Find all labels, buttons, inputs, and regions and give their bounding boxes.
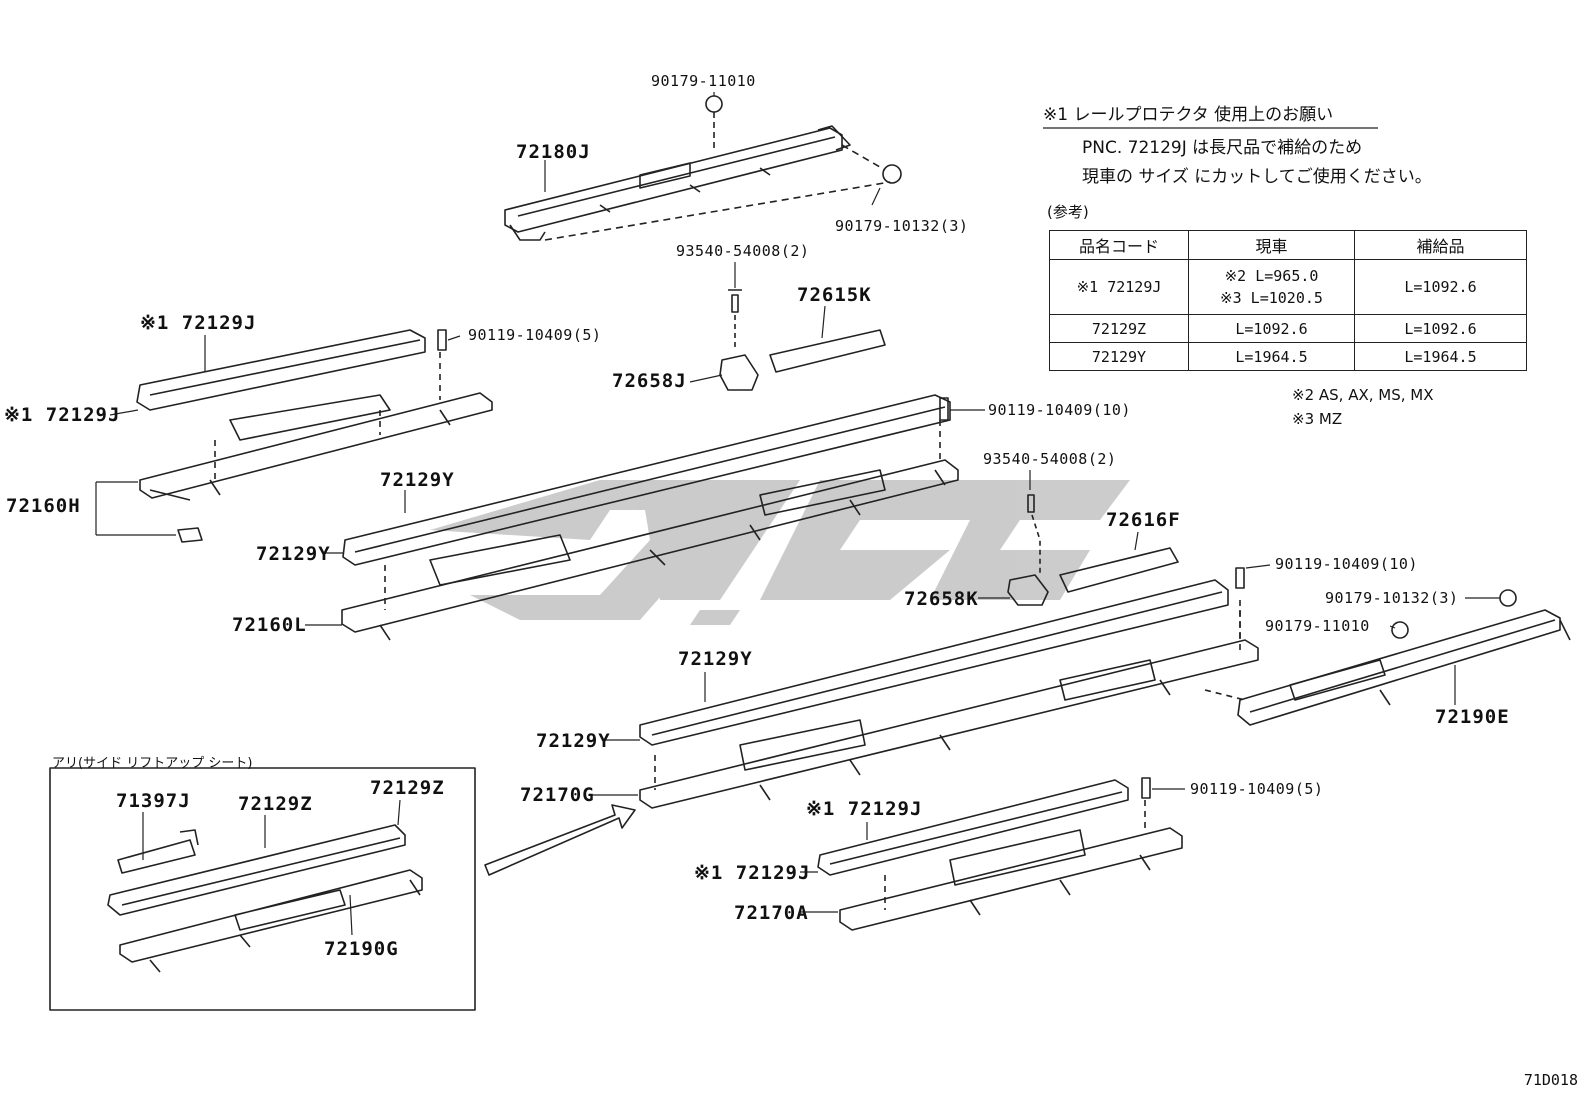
bracket-72658K [1007, 574, 1049, 606]
nut-icon [1499, 589, 1517, 607]
table-cell: L=1092.6 [1354, 259, 1527, 315]
bracket-72658J [719, 354, 759, 391]
label-72170G: 72170G [520, 784, 595, 806]
inset-title: アリ(サイド リフトアップ シート) [52, 756, 253, 771]
note-line2: 現車の サイズ にカットしてご使用ください。 [1082, 167, 1432, 187]
label-72190G: 72190G [324, 938, 399, 960]
diagram-code: 71D018 [1523, 1071, 1578, 1089]
label-72129J-a: ※1 72129J [140, 312, 257, 334]
nut-icon [1391, 621, 1409, 639]
label-72129J-d: ※1 72129J [694, 862, 811, 884]
inset-box [49, 767, 476, 1011]
table-cell: 72129Y [1049, 342, 1189, 371]
table-cell: ※1 72129J [1049, 259, 1189, 315]
table-cell: 72129Z [1049, 314, 1189, 343]
bolt-icon [437, 329, 447, 351]
label-72129Y-b: 72129Y [256, 543, 331, 565]
label-72129J-c: ※1 72129J [806, 798, 923, 820]
label-72658K: 72658K [904, 588, 979, 610]
rail-72170G [639, 610, 1259, 809]
rail-72160H [139, 352, 493, 501]
rail-72129Y-lower [639, 579, 1229, 746]
label-72129Y-a: 72129Y [380, 469, 455, 491]
label-72616F: 72616F [1106, 509, 1181, 531]
note-line1: PNC. 72129J は長尺品で補給のため [1082, 138, 1363, 158]
note-heading: ※1 レールプロテクタ 使用上のお願い [1043, 105, 1334, 125]
table-cell: ※2 L=965.0 ※3 L=1020.5 [1188, 259, 1355, 315]
label-72615K: 72615K [797, 284, 872, 306]
table-cell-line: ※2 L=965.0 [1224, 267, 1319, 285]
rail-72129J-upper [136, 329, 426, 411]
label-72658J: 72658J [612, 370, 687, 392]
table-header: 補給品 [1354, 230, 1527, 260]
label-90119-10409-10-right: 90119-10409(10) [1275, 555, 1418, 573]
label-90179-10132-top: 90179-10132(3) [835, 217, 969, 235]
label-72129Z-b: 72129Z [370, 777, 445, 799]
table-cell: L=1092.6 [1354, 314, 1527, 343]
label-72170A: 72170A [734, 902, 809, 924]
label-72160L: 72160L [232, 614, 307, 636]
table-header: 現車 [1188, 230, 1355, 260]
label-93540-54008-top: 93540-54008(2) [676, 242, 810, 260]
label-90119-10409-10-mid: 90119-10409(10) [988, 401, 1131, 419]
table-cell: L=1964.5 [1354, 342, 1527, 371]
label-72160H: 72160H [6, 495, 81, 517]
footnote-3: ※3 MZ [1292, 410, 1343, 428]
clip-icon [177, 527, 203, 543]
label-71397J: 71397J [116, 790, 191, 812]
plate-72615K [769, 329, 886, 373]
table-row: ※1 72129J ※2 L=965.0 ※3 L=1020.5 L=1092.… [1049, 259, 1527, 315]
part-71397J [117, 829, 199, 874]
bolt-icon [1235, 567, 1245, 589]
label-93540-54008-mid: 93540-54008(2) [983, 450, 1117, 468]
label-72190E: 72190E [1435, 706, 1510, 728]
table-row: 72129Y L=1964.5 L=1964.5 [1049, 342, 1527, 371]
label-72180J: 72180J [516, 141, 591, 163]
nut-icon [705, 95, 723, 113]
table-header: 品名コード [1049, 230, 1189, 260]
table-cell-line: ※3 L=1020.5 [1220, 289, 1323, 307]
label-72129Y-d: 72129Y [536, 730, 611, 752]
rail-72160L [341, 420, 959, 641]
label-72129J-b: ※1 72129J [4, 404, 121, 426]
note-ref: (参考) [1047, 203, 1089, 221]
label-90179-11010-right: 90179-11010 [1265, 617, 1370, 635]
table-row: 72129Z L=1092.6 L=1092.6 [1049, 314, 1527, 343]
plate-72616F [1059, 547, 1179, 593]
table-header-row: 品名コード 現車 補給品 [1049, 230, 1527, 260]
rail-72129J-lower [817, 779, 1129, 876]
bolt-icon [939, 397, 949, 421]
nut-icon [882, 164, 902, 184]
label-90119-10409-5-top: 90119-10409(5) [468, 326, 602, 344]
footnote-2: ※2 AS, AX, MS, MX [1292, 386, 1434, 404]
label-72129Z-a: 72129Z [238, 793, 313, 815]
rail-72180J [504, 125, 851, 241]
rail-72190G [119, 869, 423, 973]
bolt-icon [1141, 777, 1151, 799]
table-cell: L=1964.5 [1188, 342, 1355, 371]
table-cell: L=1092.6 [1188, 314, 1355, 343]
direction-arrow [484, 804, 636, 876]
leader-lines [95, 92, 1500, 936]
reference-table: 品名コード 現車 補給品 ※1 72129J ※2 L=965.0 ※3 L=1… [1049, 230, 1527, 371]
rail-72170A [839, 800, 1183, 931]
label-90179-11010-top: 90179-11010 [651, 72, 756, 90]
rail-72129Z-inset [107, 824, 406, 916]
label-90119-10409-5-bot: 90119-10409(5) [1190, 780, 1324, 798]
label-90179-10132-right: 90179-10132(3) [1325, 589, 1459, 607]
screw-icon [728, 289, 742, 313]
screw-icon [1027, 494, 1035, 513]
label-72129Y-c: 72129Y [678, 648, 753, 670]
rail-72129Y-mid [342, 394, 951, 566]
rail-72190E [1204, 600, 1571, 726]
